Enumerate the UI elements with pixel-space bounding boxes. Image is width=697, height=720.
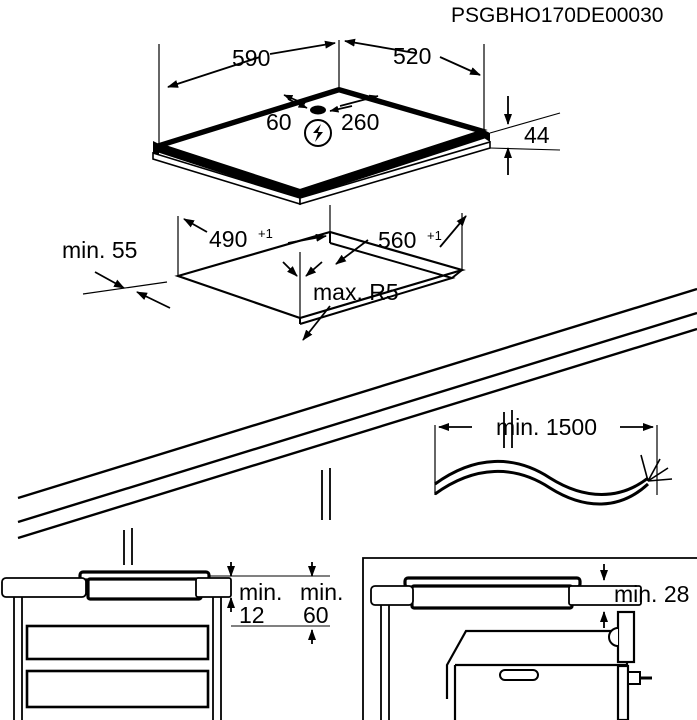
bracket-plate-upper xyxy=(616,610,636,664)
dimension-560: 560 +1 xyxy=(335,213,467,270)
cable-line-upper xyxy=(434,460,649,496)
arrow-490-right xyxy=(287,233,327,244)
worktop-surface-fill xyxy=(18,356,697,570)
dimension-label-60: 60 xyxy=(266,109,292,135)
dimension-label-min-60-value: 60 xyxy=(303,602,329,628)
detail-left-hob-body xyxy=(86,577,203,601)
arrow-490-left xyxy=(183,218,208,233)
detail-right-worktop-left xyxy=(370,585,414,606)
arrow-590-left xyxy=(167,56,261,88)
dimension-label-490: 490 xyxy=(209,226,247,252)
arrow-560-right xyxy=(439,215,467,248)
lightning-bolt-icon xyxy=(313,124,323,142)
dimension-min-28: min. 28 xyxy=(600,564,689,628)
cable-line-lower xyxy=(434,470,650,506)
drawing-code: PSGBHO170DE00030 xyxy=(451,4,663,27)
arrow-520-left xyxy=(344,38,416,54)
worktop-front-edge-bottom xyxy=(17,327,697,540)
hob-corner-right xyxy=(484,130,490,142)
worktop-front-edge-top xyxy=(17,311,697,524)
arrow-55-down xyxy=(94,271,125,289)
hob-corner-left xyxy=(153,141,159,156)
detail-right-view: min. 28 xyxy=(362,557,697,720)
wire-end-1 xyxy=(640,454,649,482)
dimension-tolerance-560: +1 xyxy=(427,228,442,243)
detail-left-worktop-right xyxy=(195,577,232,598)
hob-body xyxy=(152,86,491,206)
wire-end-4 xyxy=(647,478,673,482)
dimension-min-12: min. 12 xyxy=(209,562,330,628)
dimension-label-min-28: min. 28 xyxy=(614,581,689,607)
dimension-label-min-12-value: 12 xyxy=(239,602,265,628)
dimension-490: 490 +1 xyxy=(177,205,331,276)
dimension-label-min-55: min. 55 xyxy=(62,237,137,263)
worktop-rear-edge xyxy=(17,287,697,500)
cable-wire-ends xyxy=(640,454,673,482)
ext-line-55-lower xyxy=(82,281,168,295)
dimension-label-min-1500: min. 1500 xyxy=(496,414,597,440)
detail-right-worktop-right xyxy=(568,585,642,606)
mains-connection-icon xyxy=(304,119,332,147)
arrow-r5-a xyxy=(282,261,298,277)
dimension-label-590: 590 xyxy=(232,45,270,71)
arrow-60-left xyxy=(283,94,306,105)
dimension-label-520: 520 xyxy=(393,43,431,69)
bracket-knob xyxy=(608,627,619,647)
dimension-label-min-60-word: min. xyxy=(300,579,343,605)
connection-point-marker xyxy=(310,105,326,115)
dimension-44: 44 xyxy=(489,96,561,175)
worktop-cutout-view: 490 +1 560 +1 min. 55 xyxy=(17,205,697,570)
oven-handle xyxy=(499,669,539,681)
dimension-590: 590 xyxy=(158,40,340,144)
cutout-corner-right xyxy=(451,269,463,279)
arrow-r5-leader xyxy=(302,305,331,341)
arrow-55-up xyxy=(136,291,171,309)
wire-end-2 xyxy=(647,458,661,482)
dimension-520: 520 xyxy=(344,38,485,130)
cable-length-view: min. 1500 xyxy=(434,414,673,506)
bracket-screw-head xyxy=(627,671,641,685)
dimension-label-260: 260 xyxy=(341,109,379,135)
dimension-label-min-12-word: min. xyxy=(239,579,282,605)
arrow-520-right xyxy=(439,56,481,76)
arrow-260-right xyxy=(339,94,379,107)
detail-right-frame xyxy=(362,557,697,720)
arrow-560-left xyxy=(335,239,369,265)
arrow-260-left xyxy=(329,105,353,113)
hob-isometric-view: 590 520 44 xyxy=(152,38,561,206)
ext-line-44-bottom xyxy=(489,147,561,151)
detail-left-drawer-bottom xyxy=(25,669,210,709)
dimension-min-60: min. 60 xyxy=(231,562,343,644)
ext-line-44-top xyxy=(489,112,561,134)
wire-end-3 xyxy=(647,467,669,482)
dimension-label-max-r5: max. R5 xyxy=(313,279,399,305)
detail-right-hob-body xyxy=(410,584,574,610)
dimension-connection-offsets: 60 260 xyxy=(266,94,379,147)
dimension-min-55: min. 55 xyxy=(62,237,171,309)
oven-unit xyxy=(445,629,629,720)
detail-left-worktop-left xyxy=(1,577,87,598)
detail-left-drawer-top xyxy=(25,624,210,661)
arrow-590-right xyxy=(269,40,336,55)
cabinet-dividers xyxy=(123,410,513,565)
bracket-plate-lower xyxy=(616,664,630,720)
detail-left-view: min. 12 min. 60 xyxy=(1,562,343,720)
arrow-r5-b xyxy=(305,261,323,277)
dimension-tolerance-490: +1 xyxy=(258,226,273,241)
dimension-label-560: 560 xyxy=(378,227,416,253)
dimension-max-r5: max. R5 xyxy=(282,252,399,341)
oven-mounting-bracket xyxy=(608,610,652,720)
dimension-label-44: 44 xyxy=(524,122,550,148)
